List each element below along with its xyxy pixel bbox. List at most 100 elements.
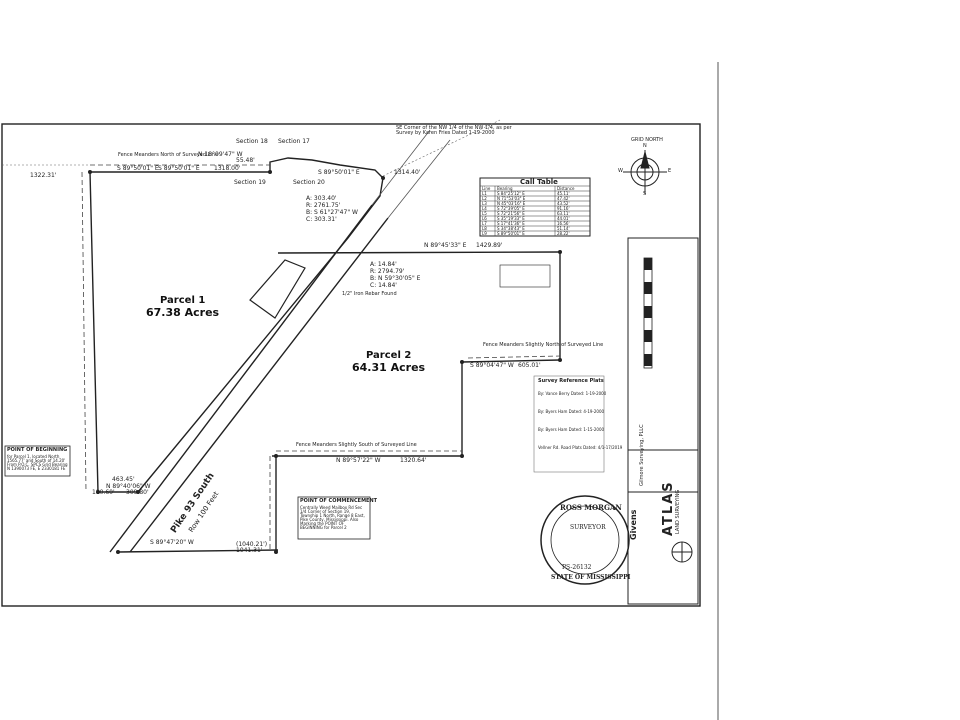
road-line-east — [129, 217, 389, 553]
pob-box — [4, 445, 71, 477]
curve-1-a: A: 303.40' — [306, 195, 337, 202]
bearing-fence: N 18°09'47" W — [198, 151, 243, 158]
call-table-cell: L2 — [482, 196, 487, 201]
call-table-cell: S 35°19'33" E — [497, 216, 525, 221]
poc-title: POINT OF COMMENCEMENT — [300, 498, 378, 504]
call-table-cell: L3 — [482, 201, 487, 206]
curve-2-b: B: N 59°30'05" E — [370, 275, 421, 282]
fence-p2-note: Fence Meanders Slightly North of Surveye… — [483, 342, 604, 348]
fence-line-left — [81, 171, 87, 493]
call-table-cell: 51.14' — [557, 226, 570, 231]
parcel-2-label: Parcel 2 — [366, 350, 412, 361]
call-table-header-cell: Distance — [557, 186, 575, 191]
bearing-top-right: S 89°50'01" E — [318, 169, 360, 176]
call-table-cell: S 17°41'36" E — [497, 221, 525, 226]
section-18-label: Section 18 — [236, 138, 268, 145]
north-label: N — [643, 143, 647, 149]
stamp-number: PS-26132 — [562, 564, 592, 571]
title-engineer: Gilmore Surveying, PLLC — [639, 424, 645, 486]
bearing-fence-dist: 55.48' — [236, 157, 255, 164]
fence-north-note: Fence Meanders North of Surveyed Line — [118, 152, 219, 158]
curve-2-a: A: 14.84' — [370, 261, 397, 268]
stamp-role: SURVEYOR — [570, 524, 606, 531]
survey-ref-1: By: Vance Berry Dated: 1-19-2000 — [538, 391, 607, 396]
call-table-cell: L7 — [482, 221, 487, 226]
section-20-label: Section 20 — [293, 179, 325, 186]
call-table-cell: N 71°53'03" E — [497, 196, 526, 201]
call-table-cell: 16.56' — [557, 221, 570, 226]
call-table-cell: L6 — [482, 216, 487, 221]
bearing-top-right-dist: 1314.40' — [394, 169, 421, 176]
road-line-west — [109, 204, 373, 553]
parcel-2-area: 64.31 Acres — [352, 361, 426, 374]
bearing-bottom-record: (1040.21') — [236, 541, 268, 548]
east-label: E — [668, 168, 672, 174]
south-label: S — [643, 191, 647, 197]
curve-2-c: C: 14.84' — [370, 282, 397, 289]
call-table-cell: 47.42' — [557, 196, 570, 201]
call-table-grid — [480, 185, 590, 236]
survey-refs-title: Survey Reference Plats — [538, 378, 604, 384]
excluded-lot — [249, 259, 306, 319]
call-table-title: Call Table — [520, 178, 558, 186]
fence-line-p2 — [467, 355, 561, 359]
poc-box — [297, 496, 371, 540]
curve-1-b: B: S 61°27'47" W — [306, 209, 358, 216]
title-company: ATLAS — [661, 480, 676, 536]
parcel-1-label: Parcel 1 — [160, 295, 206, 306]
curve-1-c: C: 303.31' — [306, 216, 337, 223]
curve-2-r: R: 2794.79' — [370, 268, 405, 275]
bearing-beg-line: N 89°40'06" W — [106, 483, 151, 490]
survey-ref-2: By: Byers Ham Dated: 4-19-2000 — [538, 409, 605, 414]
bearing-top-mid: S 89°50'01" E — [158, 165, 200, 172]
call-table-cell: S 72°21'56" E — [497, 211, 525, 216]
call-table-cell: S 34°38'43" E — [497, 226, 525, 231]
bearing-p2-mid: S 89°04'47" W — [470, 362, 514, 369]
grid-north-label: GRID NORTH — [631, 137, 663, 143]
beg-dist-b: 309.80' — [126, 489, 149, 496]
call-table-cell: 43.52' — [557, 201, 570, 206]
call-table-cell: 44.01' — [557, 216, 570, 221]
call-table-cell: S 72°39'05" E — [497, 206, 525, 211]
north-arrow-icon — [623, 150, 667, 194]
title-block-frame — [627, 237, 699, 605]
call-table-cell: L1 — [482, 191, 487, 196]
bearing-top-left-dist: 1322.31' — [30, 172, 57, 179]
call-table-header-cell: Line — [482, 186, 491, 191]
west-label: W — [618, 168, 623, 174]
bearing-p2-top: N 89°45'33" E — [424, 242, 467, 249]
section-17-label: Section 17 — [278, 138, 310, 145]
survey-ref-4: Vellner Rd. Road Plats Dated: 4/1-17/201… — [538, 445, 623, 450]
survey-refs-box — [533, 375, 605, 473]
section-19-label: Section 19 — [234, 179, 266, 186]
pob-title: POINT OF BEGINNING — [7, 447, 68, 453]
atlas-logo-icon — [671, 541, 693, 563]
call-table-cell: N 45°03'16" E — [497, 201, 526, 206]
parcel-1-area: 67.38 Acres — [146, 306, 220, 319]
call-table-cell: 45.11' — [557, 191, 570, 196]
call-table-header-cell: Bearing — [497, 186, 513, 191]
bearing-p2-bottom: N 89°57'22" W — [336, 457, 381, 464]
call-table-cell: L4 — [482, 206, 487, 211]
pin-found-note: 1/2" Iron Rebar Found — [342, 291, 397, 297]
bearing-bottom-dist: 1041.31' — [236, 547, 263, 554]
road-extension-2 — [371, 129, 431, 206]
bearing-top-left: S 89°50'01" E — [117, 165, 159, 172]
fence-bottom-note: Fence Meanders Slightly South of Surveye… — [296, 442, 417, 448]
spcs-box — [499, 264, 551, 288]
section-line-ne — [382, 119, 501, 177]
title-company-sub: LAND SURVEYING — [675, 489, 681, 534]
stamp-name: ROSS MORGAN — [560, 503, 622, 512]
poc-text: Centrally Weed Mailbox Rd Sec 1/4 Corner… — [300, 505, 365, 530]
call-table-cell: L5 — [482, 211, 487, 216]
bearing-p2-top-dist: 1429.89' — [476, 242, 503, 249]
bearing-bottom: S 89°47'20" W — [150, 539, 194, 546]
bearing-p2-bottom-dist: 1320.64' — [400, 457, 427, 464]
call-table-cell: 91.16' — [557, 206, 570, 211]
pob-text: for Parcel 1, located North 1565.77' and… — [7, 454, 68, 471]
parcel-2-top — [277, 251, 561, 254]
call-table-cell: L8 — [482, 226, 487, 231]
scale-bar-icon — [643, 257, 653, 369]
curve-1-r: R: 2761.75' — [306, 202, 341, 209]
